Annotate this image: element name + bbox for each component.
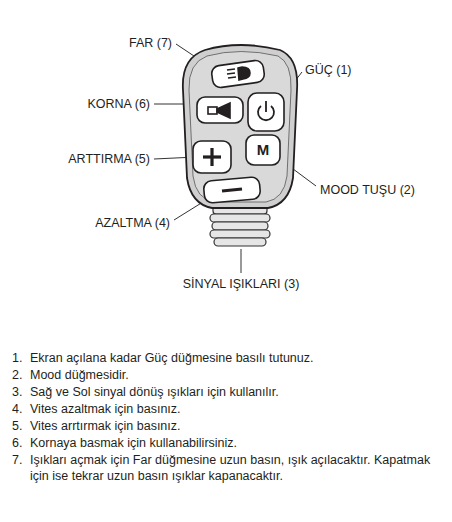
- callout-label: AZALTMA (4): [95, 215, 170, 231]
- list-number: 1.: [12, 350, 22, 366]
- list-number: 3.: [12, 384, 22, 400]
- remote-body: [183, 45, 297, 208]
- callout-label: GÜÇ (1): [305, 62, 352, 78]
- leader-lines: [154, 44, 316, 273]
- list-item: Sağ ve Sol sinyal dönüş ışıkları için ku…: [30, 384, 446, 400]
- list-number: 4.: [12, 401, 22, 417]
- buttons: [193, 59, 284, 203]
- plus-icon: [203, 148, 221, 166]
- list-item: Vites arrtırmak için basınız.: [30, 418, 446, 434]
- list-number: 6.: [12, 435, 22, 451]
- headlight-icon: [227, 67, 250, 80]
- list-number: 5.: [12, 418, 22, 434]
- button-letter: M: [257, 142, 270, 158]
- horn-icon: [208, 103, 230, 118]
- list-number: 7.: [12, 452, 22, 468]
- neck: [210, 206, 270, 246]
- list-item: Ekran açılana kadar Güç düğmesine basılı…: [30, 350, 446, 366]
- minus-icon: [222, 189, 242, 191]
- list-item: Mood düğmesidir.: [30, 367, 446, 383]
- callout-label: KORNA (6): [87, 96, 150, 112]
- list-item: Kornaya basmak için kullanabilirsiniz.: [30, 435, 446, 451]
- callout-label: FAR (7): [129, 35, 172, 51]
- list-number: 2.: [12, 367, 22, 383]
- callout-label: ARTTIRMA (5): [68, 151, 150, 167]
- callout-label: SİNYAL IŞIKLARI (3): [183, 276, 300, 292]
- list-item: Işıkları açmak için Far düğmesine uzun b…: [30, 452, 446, 484]
- list-item: Vites azaltmak için basınız.: [30, 401, 446, 417]
- callout-label: MOOD TUŞU (2): [320, 182, 415, 198]
- power-icon: [258, 101, 274, 120]
